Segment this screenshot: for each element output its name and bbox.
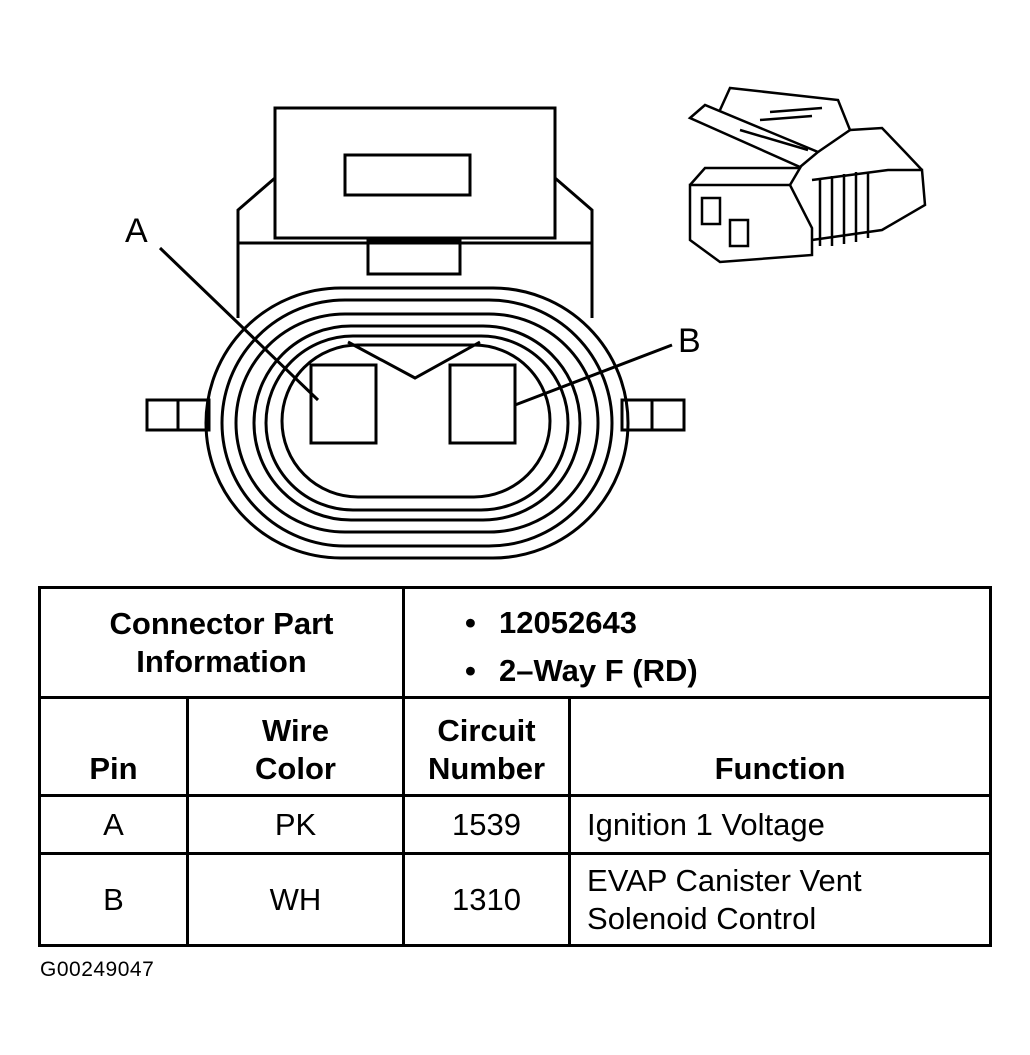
connector-shoulders [236,176,594,318]
wire-color-cell: PK [185,794,406,855]
connector-shell-outer [204,286,630,560]
function-cell: EVAP Canister Vent Solenoid Control [568,852,992,947]
connector-info-header: Connector Part Information [37,586,406,699]
center-key [366,238,462,276]
connector-info-row: Connector Part Information 12052643 2–Wa… [37,586,992,699]
connector-3d-view [687,86,927,264]
connector-cavity [280,343,552,499]
pin-a-label: A [125,212,148,250]
connector-part-number: 12052643 [465,599,989,647]
latch-slot [343,153,472,197]
col-circuit-header: Circuit Number [402,696,572,797]
pin-a-terminal [309,363,378,445]
connector-type: 2–Way F (RD) [465,647,989,695]
connector-latch [273,106,557,240]
column-header-row: Pin Wire Color Circuit Number Function [38,696,992,797]
table-row: A PK 1539 Ignition 1 Voltage [38,794,992,855]
pin-cell: B [38,852,189,947]
pin-b-terminal [448,363,517,445]
figure-id: G00249047 [40,958,155,981]
connector-diagram: A B [125,86,927,560]
pin-a-leader [158,246,320,402]
function-cell: Ignition 1 Voltage [568,794,992,855]
pin-cell: A [38,794,189,855]
pin-b-label: B [678,322,701,360]
table-row: B WH 1310 EVAP Canister Vent Solenoid Co… [38,852,992,947]
col-function-header: Function [568,696,992,797]
connector-table: Connector Part Information 12052643 2–Wa… [37,586,992,947]
wire-color-cell: WH [185,852,406,947]
col-wire-color-header: Wire Color [185,696,406,797]
circuit-cell: 1310 [402,852,572,947]
circuit-cell: 1539 [402,794,572,855]
pin-b-leader [514,343,673,407]
col-pin-header: Pin [38,696,189,797]
connector-info-values: 12052643 2–Way F (RD) [402,586,992,699]
